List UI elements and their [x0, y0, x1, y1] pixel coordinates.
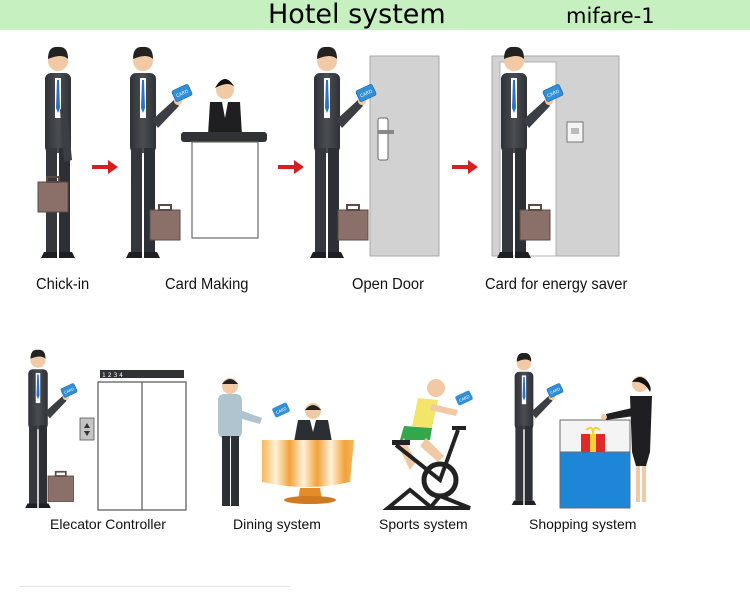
- elevator-illustration: 1 2 3 4: [25, 349, 187, 511]
- arrow-icon: [92, 160, 118, 174]
- system-label-shopping: Shopping system: [529, 516, 637, 532]
- energy-saver-illustration: [491, 46, 620, 258]
- dining-table-icon: [262, 440, 354, 487]
- step-label-card-making: Card Making: [165, 276, 249, 293]
- svg-text:CARD: CARD: [458, 394, 470, 403]
- open-door-illustration: [310, 46, 440, 258]
- svg-text:CARD: CARD: [275, 406, 287, 415]
- sports-illustration: CARD: [382, 379, 473, 510]
- divider: [20, 586, 290, 587]
- step-label-checkin: Chick-in: [36, 276, 90, 293]
- dining-illustration: CARD: [218, 378, 354, 506]
- checkin-illustration: [37, 46, 75, 258]
- arrow-icon: [278, 160, 304, 174]
- reception-desk-icon: [181, 132, 267, 142]
- arrow-icon: [452, 160, 478, 174]
- page-title: Hotel system: [268, 0, 446, 30]
- title-banner: Hotel system mifare-1: [0, 0, 750, 30]
- card-making-illustration: [126, 46, 267, 258]
- elevator-floor-numbers: 1 2 3 4: [102, 372, 123, 379]
- shopping-illustration: [511, 353, 652, 509]
- step-label-energy-saver: Card for energy saver: [485, 276, 628, 293]
- step-label-open-door: Open Door: [352, 276, 425, 293]
- system-label-dining: Dining system: [233, 516, 321, 532]
- system-label-sports: Sports system: [379, 516, 468, 532]
- system-label-elevator: Elecator Controller: [50, 516, 166, 532]
- page-subtitle: mifare-1: [566, 4, 655, 28]
